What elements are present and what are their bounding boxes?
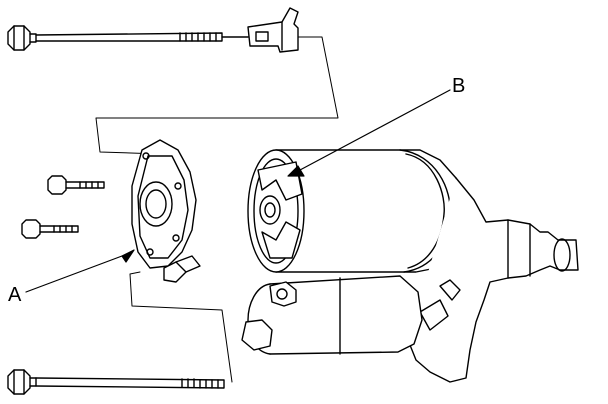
- drive-housing: [407, 177, 579, 383]
- arrowhead-b: [287, 165, 305, 177]
- callout-label-b: B: [452, 75, 466, 97]
- top-long-bolt: [7, 25, 223, 51]
- callout-label-a: A: [8, 284, 22, 306]
- solenoid: [241, 275, 423, 355]
- arrowhead-a: [121, 249, 135, 263]
- screw-upper: [47, 175, 105, 195]
- terminal-bracket: [221, 7, 299, 53]
- screw-lower: [21, 219, 79, 239]
- rear-end-cover: [131, 139, 201, 283]
- bottom-long-bolt: [7, 369, 225, 395]
- assembly-guide-lines: [95, 36, 339, 383]
- leader-line-b: [299, 89, 451, 171]
- callout-leaders: [25, 89, 451, 293]
- leader-line-a: [25, 255, 123, 293]
- brush-holder: [257, 161, 303, 259]
